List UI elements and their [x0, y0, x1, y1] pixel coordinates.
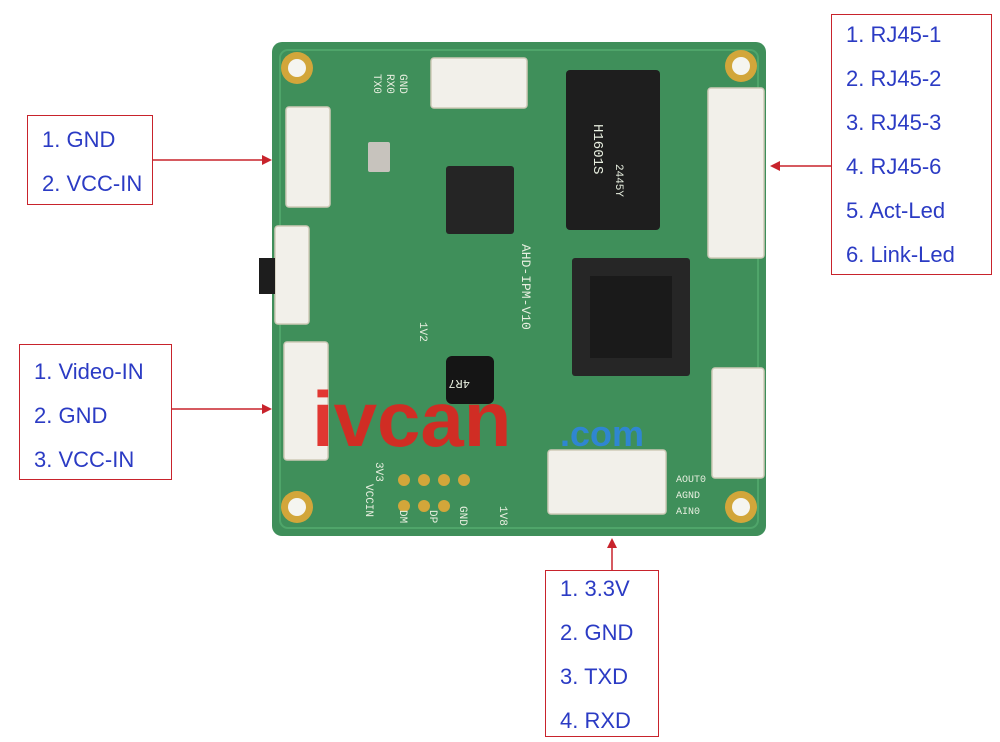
transformer-text-1: H1601S — [589, 124, 605, 174]
side-switch — [274, 225, 310, 325]
qfn-chip — [446, 166, 514, 234]
silk-model: AHD-IPM-V10 — [518, 244, 533, 330]
silk-3v3: 3V3 — [372, 462, 384, 482]
video-callout-item-2: 2. GND — [34, 403, 108, 428]
crystal — [368, 142, 390, 172]
ethernet-connector — [707, 87, 765, 259]
video-callout-item-1: 1. Video-IN — [34, 359, 144, 384]
serial-callout-item-1: 1. 3.3V — [560, 576, 630, 601]
silk-vccin: VCCIN — [362, 484, 374, 517]
silk-ain0: AIN0 — [676, 507, 700, 518]
silk-rx0: RX0 — [383, 74, 395, 94]
silk-agnd: AGND — [676, 491, 700, 502]
callout-arrows — [153, 155, 831, 570]
silk-1v2: 1V2 — [416, 322, 428, 342]
serial-callout-item-3: 3. TXD — [560, 664, 629, 689]
connectors — [274, 57, 765, 515]
silk-aout0: AOUT0 — [676, 475, 706, 486]
silk-gnd: GND — [396, 74, 408, 94]
serial-callout: 1. 3.3V 2. GND 3. TXD 4. RXD — [545, 570, 659, 737]
pin-header — [398, 474, 470, 512]
ethernet-callout-item-4: 4. RJ45-6 — [846, 154, 942, 179]
ethernet-callout-item-2: 2. RJ45-2 — [846, 66, 942, 91]
video-callout: 1. Video-IN 2. GND 3. VCC-IN — [19, 344, 172, 480]
inductor-text: 4R7 — [448, 376, 470, 390]
inductor — [446, 356, 494, 404]
ethernet-callout-item-3: 3. RJ45-3 — [846, 110, 942, 135]
mounting-holes — [281, 50, 757, 523]
silk-gnd-bottom: GND — [456, 506, 468, 526]
silk-dm: DM — [396, 510, 408, 523]
ethernet-callout-item-6: 6. Link-Led — [846, 242, 955, 267]
serial-callout-item-2: 2. GND — [560, 620, 634, 645]
top-connector — [430, 57, 528, 109]
watermark-main: ivcan — [312, 375, 511, 463]
serial-callout-item-4: 4. RXD — [560, 708, 631, 733]
watermark-suffix: .com — [560, 413, 644, 454]
right-lower-connector — [711, 367, 765, 479]
power-callout-item-1: 1. GND — [42, 127, 116, 152]
ethernet-callout: 1. RJ45-1 2. RJ45-2 3. RJ45-3 4. RJ45-6 … — [831, 14, 992, 275]
power-connector — [285, 106, 331, 208]
power-callout: 1. GND 2. VCC-IN — [27, 115, 153, 205]
silk-dp: DP — [426, 510, 438, 524]
video-callout-item-3: 3. VCC-IN — [34, 447, 135, 472]
power-callout-item-2: 2. VCC-IN — [42, 171, 143, 196]
video-connector — [283, 341, 329, 461]
ethernet-callout-item-5: 5. Act-Led — [846, 198, 946, 223]
silk-tx0: TX0 — [370, 74, 382, 94]
ethernet-callout-item-1: 1. RJ45-1 — [846, 22, 942, 47]
silk-1v8: 1V8 — [496, 506, 508, 526]
transformer-text-2: 2445Y — [612, 164, 624, 197]
transformer-chip — [566, 70, 660, 230]
serial-connector — [547, 449, 667, 515]
